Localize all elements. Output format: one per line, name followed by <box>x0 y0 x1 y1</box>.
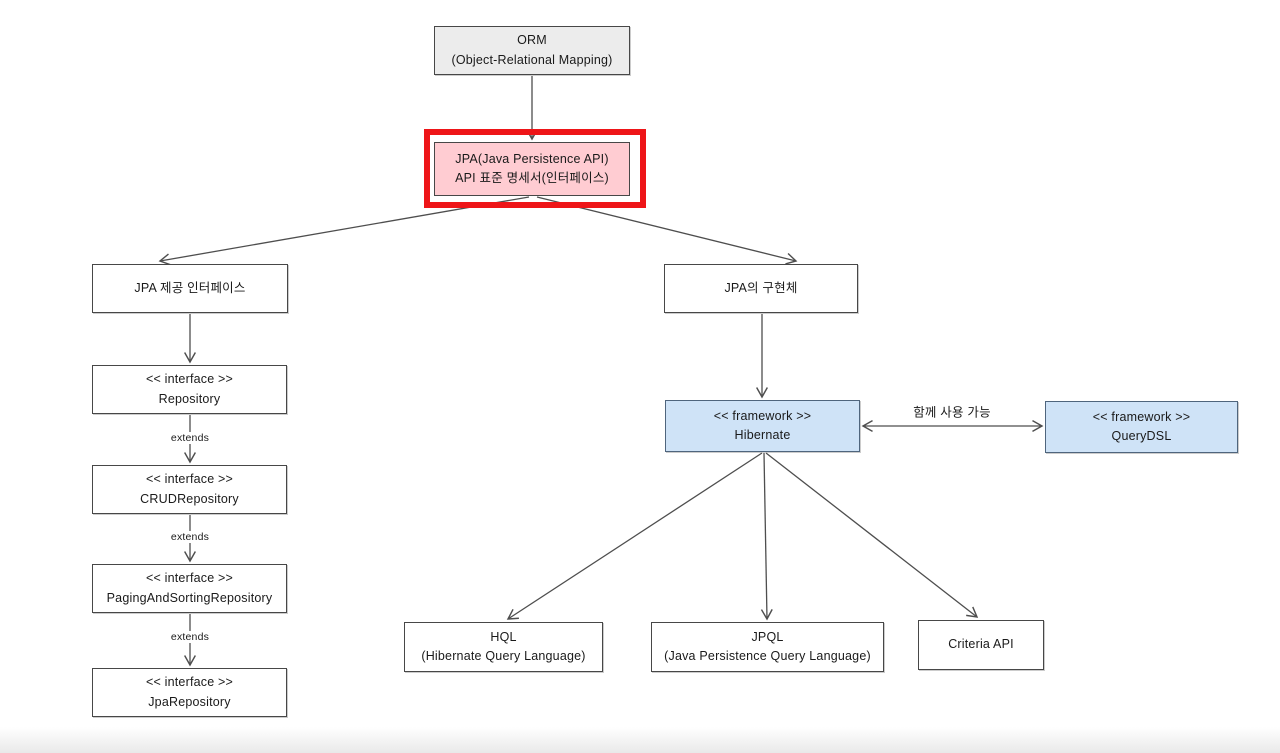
node-orm-line1: ORM <box>517 33 547 48</box>
edge-label-extends-2: extends <box>167 531 213 543</box>
edge-label-extends-1: extends <box>167 432 213 444</box>
edge-label-extends-3: extends <box>167 631 213 643</box>
node-paging-sorting-repository-line1: << interface >> <box>145 571 234 586</box>
node-querydsl-line2: QueryDSL <box>1111 429 1172 443</box>
node-querydsl-line1: << framework >> <box>1092 409 1191 424</box>
node-orm: ORM (Object-Relational Mapping) <box>434 26 630 75</box>
node-hibernate: << framework >> Hibernate <box>665 400 860 452</box>
node-criteria-api: Criteria API <box>918 620 1044 670</box>
node-jpql: JPQL (Java Persistence Query Language) <box>651 622 884 672</box>
node-orm-line2: (Object-Relational Mapping) <box>451 52 613 67</box>
node-repository-line1: << interface >> <box>145 372 234 387</box>
node-querydsl: << framework >> QueryDSL <box>1045 401 1238 453</box>
edge-hibernate-to-jpql <box>760 452 773 621</box>
node-hql: HQL (Hibernate Query Language) <box>404 622 603 672</box>
node-jpql-line2: (Java Persistence Query Language) <box>664 649 871 663</box>
node-jpa-interfaces-line1: JPA 제공 인터페이스 <box>134 280 246 295</box>
node-paging-sorting-repository: << interface >> PagingAndSortingReposito… <box>92 564 287 613</box>
node-crud-repository-line2: CRUDRepository <box>140 491 239 506</box>
node-jpa-line2: API 표준 명세서(인터페이스) <box>455 171 609 185</box>
node-jpa-repository-line2: JpaRepository <box>148 694 231 709</box>
node-jpa-interfaces: JPA 제공 인터페이스 <box>92 264 288 313</box>
edge-label-together: 함께 사용 가능 <box>913 405 991 420</box>
node-crud-repository-line1: << interface >> <box>145 472 234 487</box>
node-repository: << interface >> Repository <box>92 365 287 414</box>
node-repository-line2: Repository <box>158 391 221 406</box>
node-jpa-repository: << interface >> JpaRepository <box>92 668 287 717</box>
page-bottom-fade <box>0 727 1280 753</box>
node-hql-line1: HQL <box>490 629 517 644</box>
node-hibernate-line2: Hibernate <box>734 428 791 442</box>
node-criteria-api-line1: Criteria API <box>948 637 1014 652</box>
node-paging-sorting-repository-line2: PagingAndSortingRepository <box>106 590 273 605</box>
node-jpa-repository-line1: << interface >> <box>145 675 234 690</box>
node-jpql-line1: JPQL <box>751 629 784 644</box>
node-jpa: JPA(Java Persistence API) API 표준 명세서(인터페… <box>434 142 630 196</box>
node-jpa-impl: JPA의 구현체 <box>664 264 858 313</box>
node-hibernate-line1: << framework >> <box>713 408 812 423</box>
edge-hibernate-to-hql <box>506 452 763 620</box>
node-hql-line2: (Hibernate Query Language) <box>421 649 586 663</box>
node-jpa-impl-line1: JPA의 구현체 <box>724 280 798 295</box>
node-jpa-line1: JPA(Java Persistence API) <box>455 151 609 166</box>
node-crud-repository: << interface >> CRUDRepository <box>92 465 287 514</box>
edge-hibernate-to-criteria <box>765 452 979 618</box>
